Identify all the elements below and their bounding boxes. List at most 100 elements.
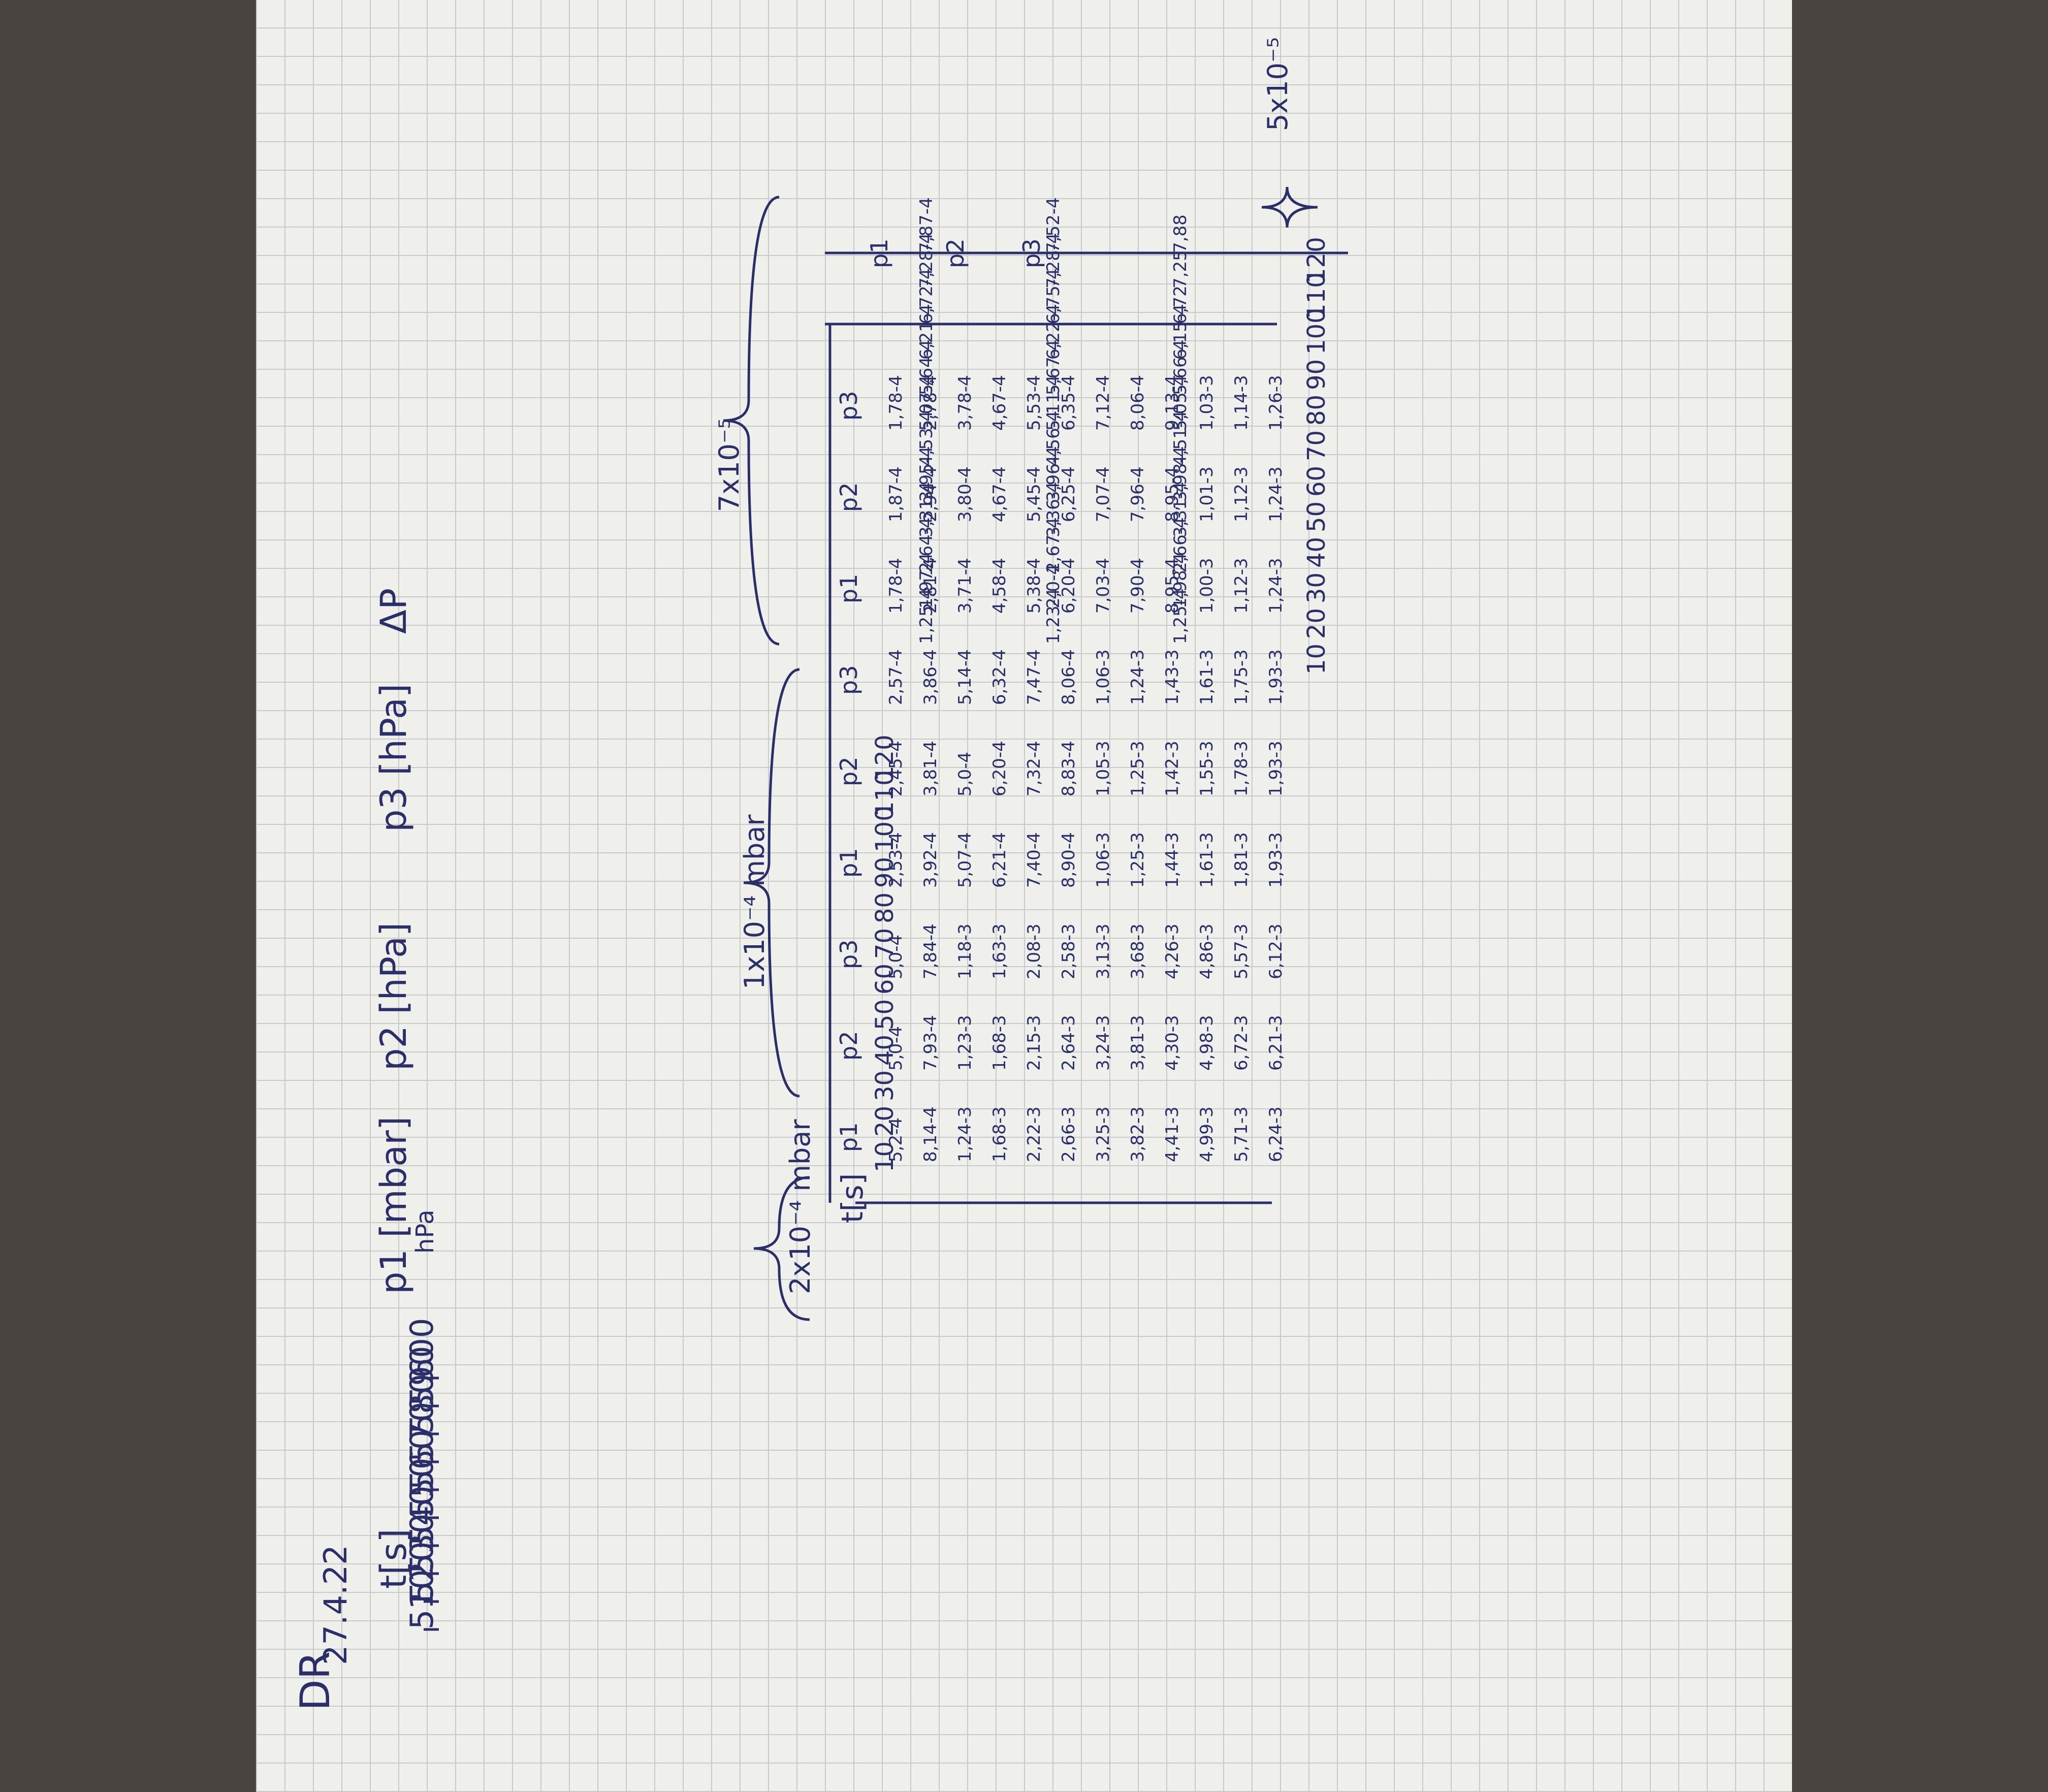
- main-table-cell: 1,18-3: [955, 923, 975, 979]
- main-table-cell: 1,03-3: [1197, 375, 1217, 431]
- main-table-cell: 1,75-3: [1231, 649, 1252, 705]
- main-table-cell: 3,25-3: [1093, 1106, 1113, 1162]
- main-table-cell: 2,66-3: [1059, 1106, 1079, 1162]
- main-table-cell: 1,12-3: [1231, 466, 1252, 522]
- main-table-cell: 2,15-3: [1024, 1015, 1044, 1071]
- main-table-cell: 7,90-4: [1128, 558, 1148, 614]
- main-table-cell: 5,0-4: [955, 752, 975, 796]
- delta-column-header: ΔP: [373, 588, 414, 634]
- main-table-cell: 8,83-4: [1059, 741, 1079, 796]
- main-table-cell: 6,21-3: [1266, 1015, 1286, 1071]
- main-table-cell: 1,24-3: [1128, 649, 1148, 705]
- main-table-col-header: p2: [835, 756, 862, 786]
- main-table-cell: 1,93-3: [1266, 741, 1286, 796]
- main-table-cell: 2,64-3: [1059, 1015, 1079, 1071]
- p1-column-header: p1 [mbar]: [373, 1116, 414, 1294]
- main-table-cell: 1,06-3: [1093, 832, 1113, 888]
- second-table-col-header: p1: [866, 238, 893, 268]
- second-table-time: 70: [1302, 430, 1331, 461]
- main-table-cell: 5,57-3: [1231, 923, 1252, 979]
- main-table-cell: 7,47-4: [1024, 649, 1044, 705]
- main-table-col-header: p1: [835, 1122, 862, 1152]
- main-table-cell: 3,81-3: [1128, 1015, 1148, 1071]
- p1-unit-text: hPa: [411, 1209, 439, 1254]
- main-table-cell: 1,25-3: [1128, 832, 1148, 888]
- main-table-cell: 5,0-4: [886, 1026, 906, 1071]
- p3-column-header: p3 [hPa]: [373, 683, 414, 832]
- second-table-col-header: p3: [1018, 238, 1045, 268]
- main-table-cell: 8,90-4: [1059, 832, 1079, 888]
- second-table-cell: 7,25: [1170, 250, 1191, 289]
- main-table-cell: 1,26-3: [1266, 375, 1286, 431]
- main-table-cell: 1,81-3: [1231, 832, 1252, 888]
- second-table-time: 20: [1302, 607, 1331, 639]
- second-table-col-header: p2: [942, 238, 969, 268]
- main-table-cell: 5,2-4: [886, 1117, 906, 1162]
- second-table-time: 40: [1302, 536, 1331, 568]
- main-table-cell: 1,43-3: [1162, 649, 1182, 705]
- main-table-col-header: p2: [835, 1031, 862, 1061]
- main-table-cell: 4,98-3: [1197, 1015, 1217, 1071]
- main-table-cell: 1,23-3: [955, 1015, 975, 1071]
- main-table-col-header: p3: [835, 665, 862, 695]
- main-table-col-header: p2: [835, 482, 862, 512]
- main-table-cell: 4,26-3: [1162, 923, 1182, 979]
- main-table-cell: 1,00-3: [1197, 558, 1217, 614]
- main-table-cell: 6,24-3: [1266, 1106, 1286, 1162]
- main-table-cell: 1,55-3: [1197, 741, 1217, 796]
- main-table-cell: 1,87-4: [886, 466, 906, 522]
- main-table-col-header: p3: [835, 939, 862, 969]
- main-table-cell: 7,03-4: [1093, 558, 1113, 614]
- group-2-brace: [743, 668, 800, 1098]
- main-table-cell: 4,67-4: [989, 375, 1010, 431]
- main-table-cell: 4,67-4: [989, 466, 1010, 522]
- main-table-cell: 1,14-3: [1231, 375, 1252, 431]
- group-4-label: 5x10⁻⁵: [1262, 37, 1294, 131]
- group-1-brace: [753, 1176, 810, 1321]
- main-table-time: 80: [871, 892, 899, 923]
- date-text: 27.4.22: [317, 1545, 354, 1665]
- main-table-cell: 3,24-3: [1093, 1015, 1113, 1071]
- second-table-time: 10: [1302, 643, 1331, 675]
- main-table-cell: 3,68-3: [1128, 923, 1148, 979]
- second-table-cell: 6,72: [1170, 285, 1191, 324]
- main-table-cell: 2,58-3: [1059, 923, 1079, 979]
- second-table-time: 80: [1302, 394, 1331, 426]
- main-table-col-header: p3: [835, 391, 862, 421]
- main-table-cell: 6,20-4: [989, 741, 1010, 796]
- main-table-cell: 2,57-4: [886, 649, 906, 705]
- main-table-cell: 3,78-4: [955, 375, 975, 431]
- second-table-time: 120: [1302, 237, 1331, 283]
- main-table-cell: 7,84-4: [920, 923, 941, 979]
- second-table-time: 60: [1302, 465, 1331, 497]
- main-table-cell: 4,86-3: [1197, 923, 1217, 979]
- main-table-cell: 3,82-3: [1128, 1106, 1148, 1162]
- main-table-cell: 2,22-3: [1024, 1106, 1044, 1162]
- main-table-cell: 1,24-3: [1266, 466, 1286, 522]
- second-table-cell: 7,52-4: [1043, 197, 1064, 253]
- main-table-cell: 4,99-3: [1197, 1106, 1217, 1162]
- main-table-cell: 3,80-4: [955, 466, 975, 522]
- main-table-cell: 4,41-3: [1162, 1106, 1182, 1162]
- main-table-cell: 1,24-3: [955, 1106, 975, 1162]
- main-table-cell: 5,71-3: [1231, 1106, 1252, 1162]
- main-table-cell: 1,63-3: [989, 923, 1010, 979]
- main-table-cell: 7,93-4: [920, 1015, 941, 1071]
- main-table-cell: 3,81-4: [920, 741, 941, 796]
- main-table-cell: 3,92-4: [920, 832, 941, 888]
- main-table-cell: 6,32-4: [989, 649, 1010, 705]
- main-table-col-header: p1: [835, 848, 862, 878]
- main-table-cell: 1,78-3: [1231, 741, 1252, 796]
- main-table-cell: 3,13-3: [1093, 923, 1113, 979]
- p2-column-header: p2 [hPa]: [373, 922, 414, 1071]
- main-table-cell: 6,12-3: [1266, 923, 1286, 979]
- main-table-cell: 6,72-3: [1231, 1015, 1252, 1071]
- main-table-cell: 1,68-3: [989, 1106, 1010, 1162]
- group-2-label: 1x10⁻⁴ mbar: [739, 814, 771, 989]
- main-table-cell: 1,78-4: [886, 558, 906, 614]
- main-table-time: 30: [871, 1070, 899, 1101]
- main-table-cell: 6,21-4: [989, 832, 1010, 888]
- main-table-cell: 7,32-4: [1024, 741, 1044, 796]
- ink-layer: [424, 186, 1348, 1631]
